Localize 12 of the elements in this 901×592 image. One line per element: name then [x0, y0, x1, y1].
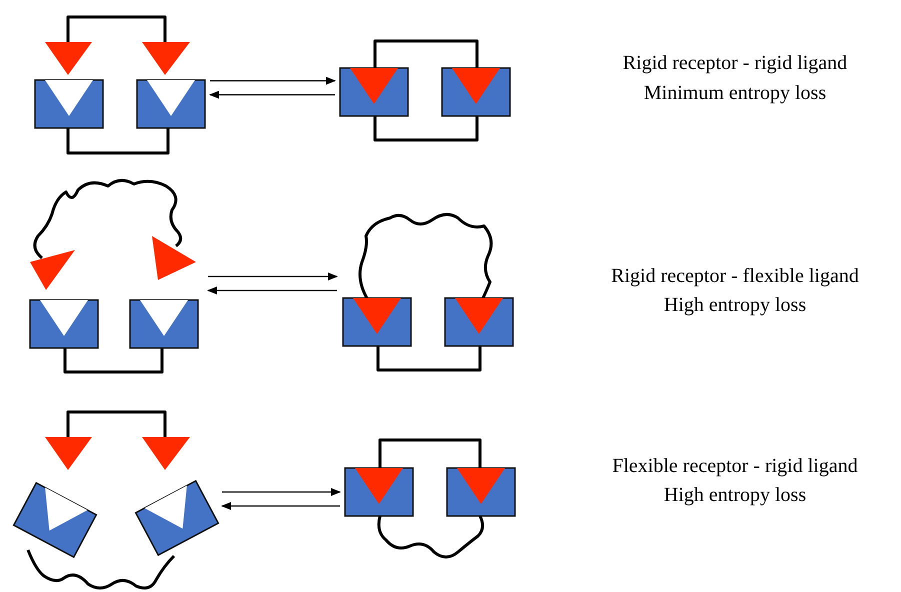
arrow [209, 90, 335, 99]
arrow [221, 502, 340, 510]
arrow [208, 272, 338, 280]
arrow [207, 286, 337, 294]
model-title: Rigid receptor - rigid ligand [622, 52, 848, 75]
arrow [222, 488, 341, 496]
entropy-note: High entropy loss [662, 294, 808, 317]
entropy-note: High entropy loss [662, 484, 808, 507]
model-title: Flexible receptor - rigid ligand [611, 455, 859, 478]
model-title: Rigid receptor - flexible ligand [610, 265, 860, 288]
arrow [210, 76, 336, 85]
entropy-note: Minimum entropy loss [642, 82, 828, 105]
